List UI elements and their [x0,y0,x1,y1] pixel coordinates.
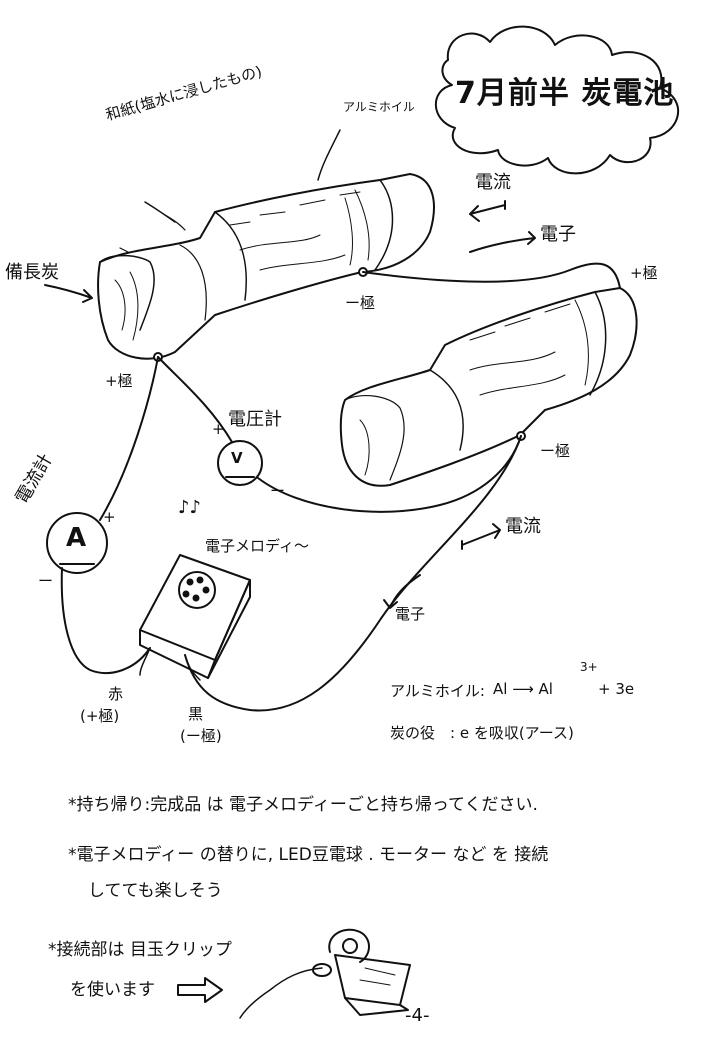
label-red-pole: (+極) [80,707,120,725]
label-red: 赤 [108,685,124,703]
label-current-top: 電流 [475,172,511,193]
upper-charcoal-battery [97,173,435,362]
note-clip: *接続部は 目玉クリップ [48,940,232,960]
label-black-pole: (ー極) [180,727,222,745]
label-minus-mid: ー極 [345,294,376,312]
ammeter-plus: + [103,508,116,526]
wire-plus-to-ammeter [99,356,159,521]
arrow-electron-bottom [383,574,421,609]
label-electron-top: 電子 [540,224,576,245]
binder-clip-illustration [239,928,411,1019]
wire-voltmeter-to-minus [257,435,522,513]
music-notes: ♪♪ [178,497,201,518]
label-black: 黒 [188,705,204,723]
series-wire [362,262,621,289]
arrow-electron-top [469,231,536,253]
arrow-current-top [469,200,506,222]
wire-ammeter-to-box [60,567,151,674]
arrow-washi [144,201,176,223]
voltmeter-letter: V [231,449,243,467]
ammeter-minus: ー [38,572,54,590]
label-plus-right: +極 [630,264,658,282]
melody-box [139,554,251,681]
voltmeter-plus: + [212,420,225,438]
equation-al-label: アルミホイル: [390,682,485,700]
label-electron-bottom: 電子 [395,605,426,623]
arrow-current-bottom [461,523,501,550]
page-title: 7月前半 炭電池 [455,76,675,111]
equation-al-electrons: + 3e [598,680,635,698]
label-voltmeter: 電圧計 [228,409,282,430]
label-minus-right: ー極 [540,442,571,460]
voltmeter-minus: ー [270,482,286,500]
label-current-bottom: 電流 [505,516,541,537]
ammeter-circle [46,512,108,574]
wire-plus-to-voltmeter [157,356,233,443]
title-cloud [434,25,680,175]
wire-minus-to-box [184,435,522,712]
lower-charcoal-battery [339,287,638,487]
equation-carbon-label: 炭の役 [390,724,436,742]
note-alternative: *電子メロディー の替りに, LED豆電球 . モーター など を 接続 [68,845,549,865]
label-binchotan: 備長炭 [5,262,59,283]
label-aluminum-foil: アルミホイル [343,100,415,114]
page-number: -4- [405,1005,430,1026]
voltmeter-circle [217,440,263,486]
note-alternative-cont: してても楽しそう [88,881,223,901]
equation-al-charge: 3+ [580,660,598,674]
label-plus-left: +極 [105,372,133,390]
note-take-home: *持ち帰り:完成品 は 電子メロディーごと持ち帰ってください. [68,795,538,815]
arrow-aluminum [317,129,341,181]
note-clip-cont: を使います [70,980,155,1000]
label-melody: 電子メロディ〜 [205,537,309,555]
ammeter-letter: A [66,523,87,553]
equation-al-reaction: Al ⟶ Al [493,680,553,698]
arrow-binchotan [44,284,93,303]
equation-carbon-role: : e を吸収(アース) [450,724,574,742]
hint-arrow [177,977,223,1003]
